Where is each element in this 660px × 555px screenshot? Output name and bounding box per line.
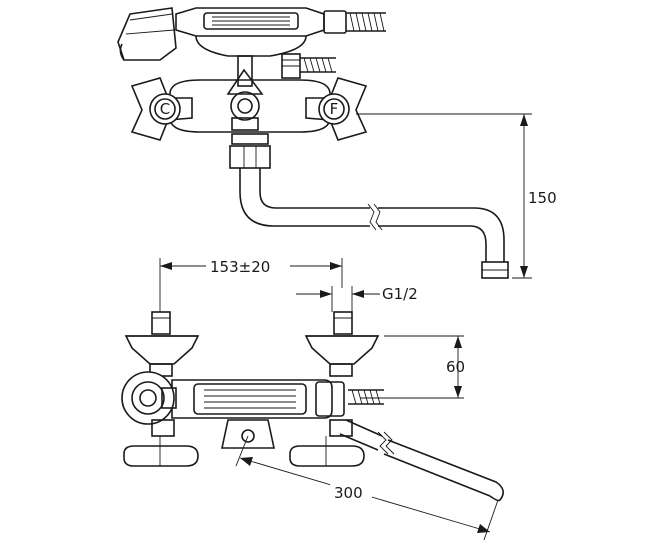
dimension-axis-spacing: 153±20 [159, 256, 343, 312]
spout-nut [229, 133, 271, 169]
front-view: C F [117, 7, 557, 279]
top-view: 153±20 G1/2 [121, 256, 504, 541]
cold-knob: C [130, 77, 193, 141]
spout-pipe [239, 168, 509, 279]
dimension-thread: G1/2 [296, 285, 418, 312]
shower-handle [175, 7, 347, 37]
shower-holder-top [121, 371, 177, 425]
hot-knob: F [305, 77, 368, 141]
dimension-300: 300 [235, 435, 499, 541]
cold-letter: C [160, 100, 170, 118]
diverter-top [221, 419, 275, 449]
left-inlet [124, 311, 200, 377]
dimension-length-label: 300 [334, 484, 363, 502]
dimension-height-label: 150 [528, 189, 557, 207]
spout-top [339, 419, 504, 502]
shower-head [117, 7, 177, 61]
hot-letter: F [330, 100, 339, 118]
hose-connector [281, 53, 336, 79]
hose-coil-side [348, 389, 384, 405]
hose-coil-top [346, 12, 386, 32]
dimension-spacing-label: 153±20 [210, 258, 270, 276]
right-inlet [304, 311, 380, 377]
diverter-lever [226, 55, 264, 131]
dimension-depth-label: 60 [446, 358, 465, 376]
body-top [171, 379, 345, 419]
dimension-60: 60 [360, 335, 465, 399]
dimension-thread-label: G1/2 [382, 285, 418, 303]
right-knob-top [289, 419, 365, 467]
dimension-150: 150 [356, 113, 557, 279]
left-knob-top [123, 419, 199, 467]
cradle [195, 35, 307, 57]
